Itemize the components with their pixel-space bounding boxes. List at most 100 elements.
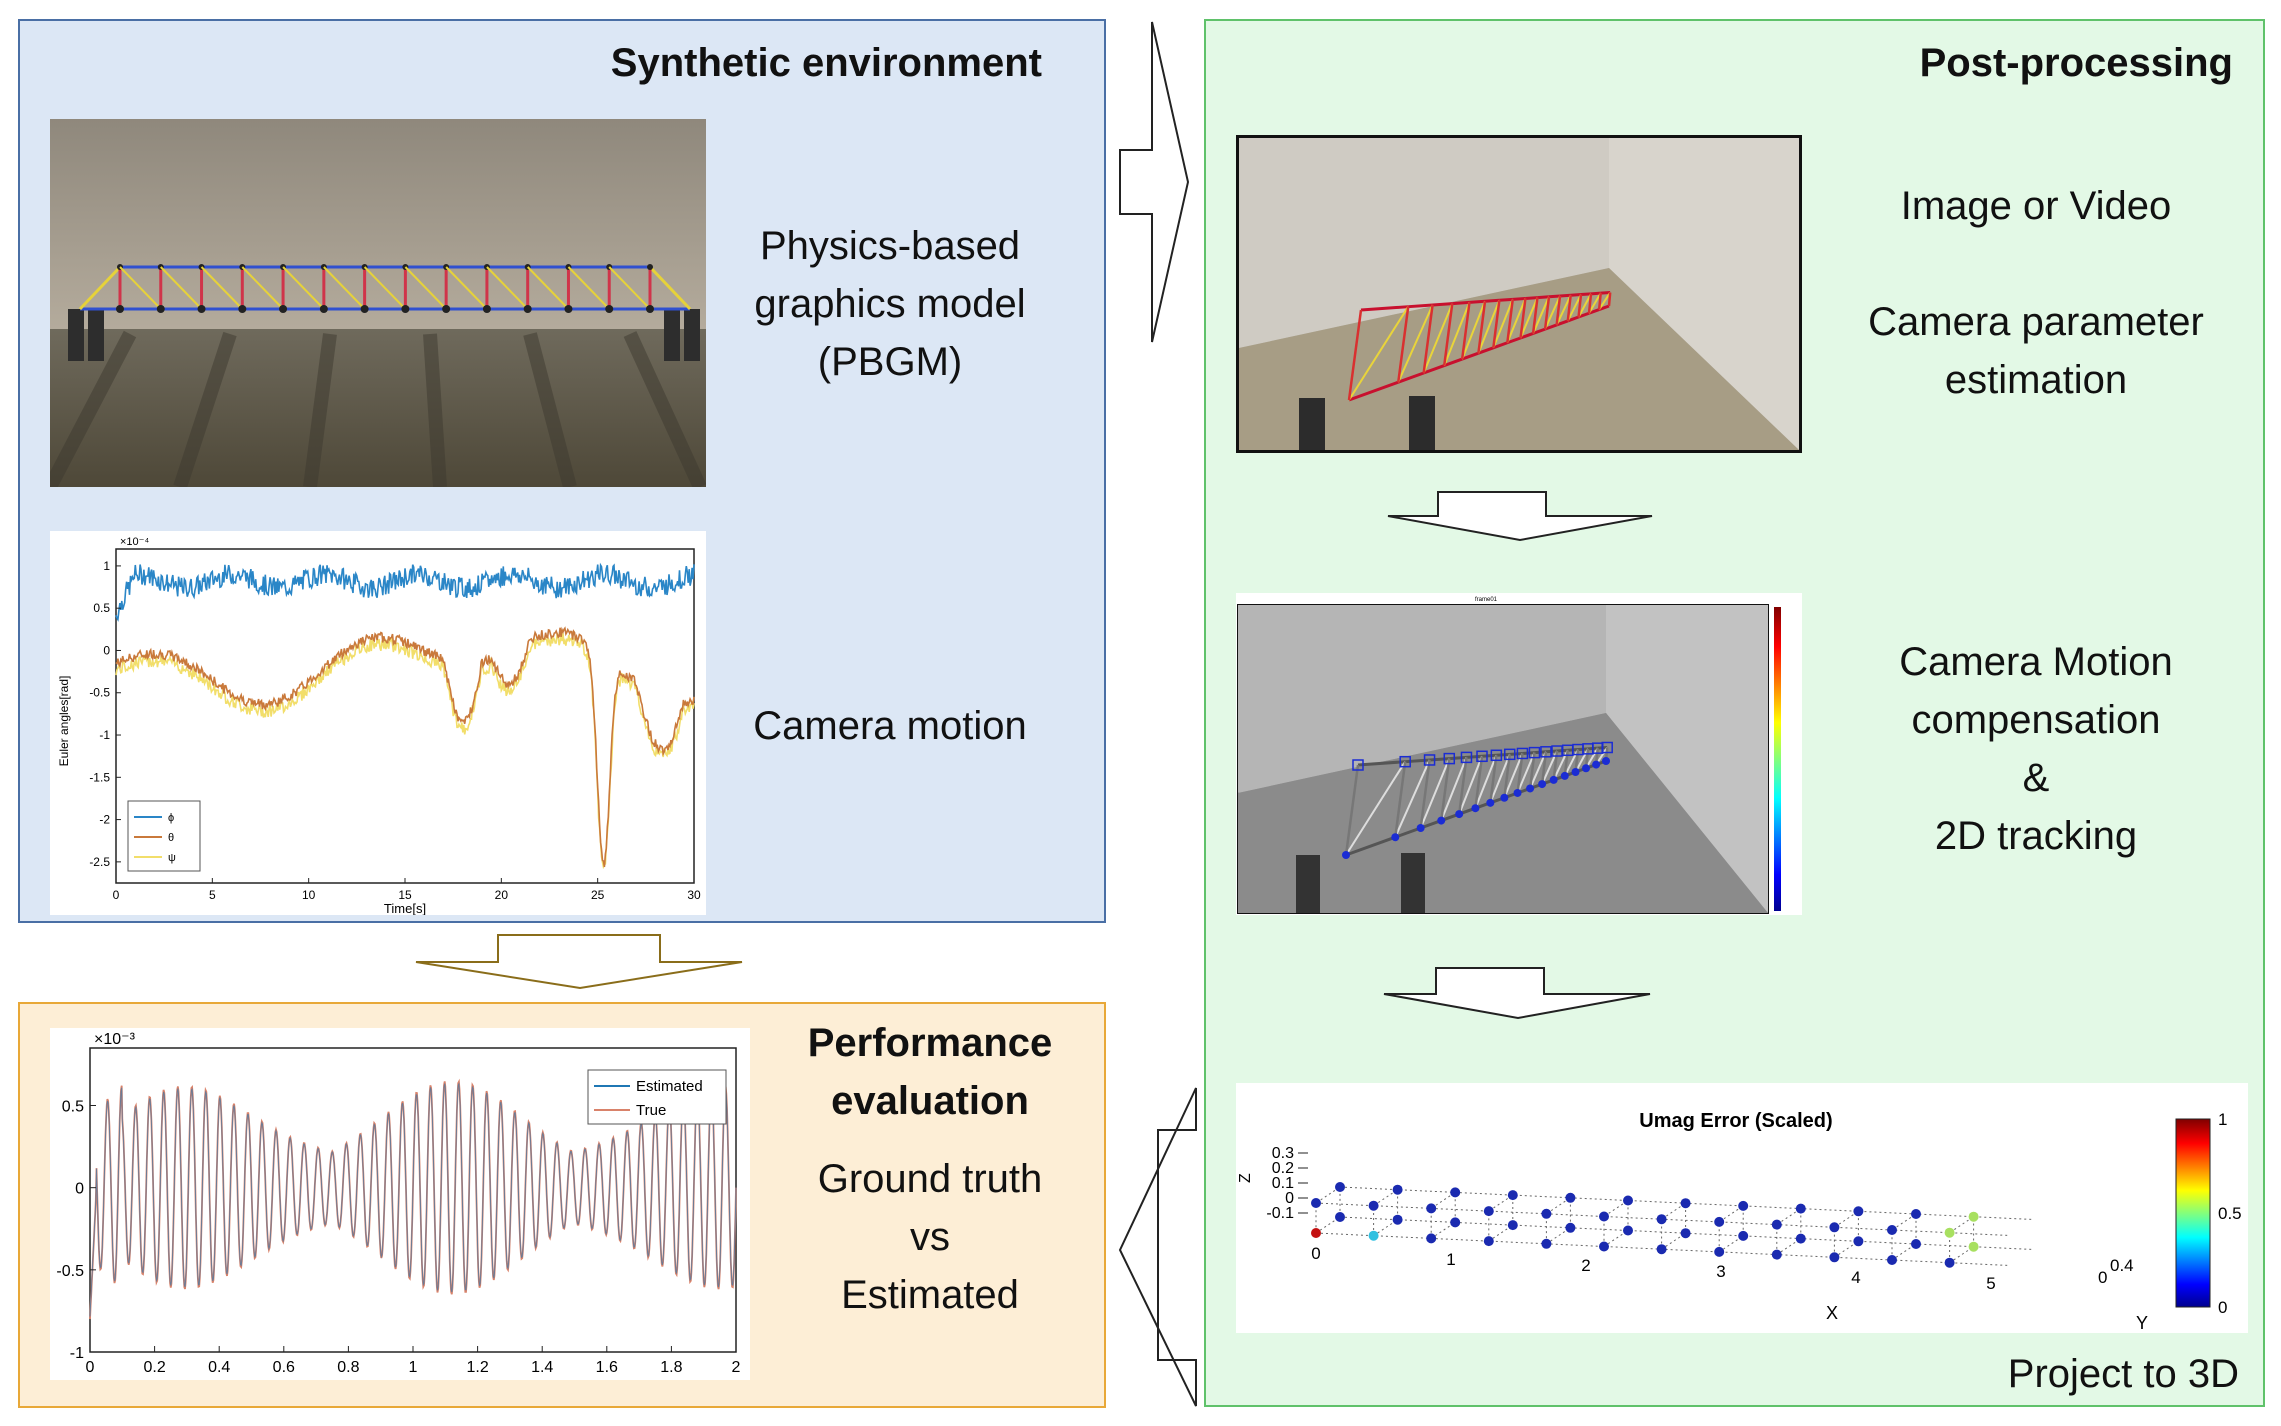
error-point xyxy=(1738,1200,1749,1211)
step2-line2: compensation xyxy=(1911,698,2161,742)
camera-motion-xtick: 30 xyxy=(687,888,701,902)
tracking-frame-title: frame01 xyxy=(1475,597,1498,603)
umag-colorbar xyxy=(2175,1118,2211,1308)
err-xtick: 5 xyxy=(1986,1274,1995,1293)
err-ytick: 0.4 xyxy=(2110,1256,2134,1275)
error-point xyxy=(1656,1244,1667,1255)
error-point xyxy=(1771,1249,1782,1260)
synthetic-environment-panel: Synthetic environment xyxy=(18,19,1106,923)
pbgm-label-line2: graphics model xyxy=(754,282,1026,326)
arrow-right-icon xyxy=(1119,21,1190,343)
camera-motion-xtick: 20 xyxy=(495,888,509,902)
arrow-down-icon-2 xyxy=(1383,967,1651,1020)
performance-xtick: 1.8 xyxy=(660,1359,682,1376)
performance-ytick: -0.5 xyxy=(56,1263,84,1280)
camera-motion-ytick: -2 xyxy=(99,813,110,827)
error-point xyxy=(1392,1184,1403,1195)
pbgm-label-line3: (PBGM) xyxy=(817,340,963,384)
ground-truth-line2: vs xyxy=(910,1215,950,1259)
error-point xyxy=(1795,1233,1806,1244)
error-point xyxy=(1680,1228,1691,1239)
camera-motion-exponent: ×10⁻⁴ xyxy=(120,536,149,548)
error-point xyxy=(1483,1206,1494,1217)
performance-title-line1: Performance xyxy=(807,1021,1053,1065)
error-point xyxy=(1656,1214,1667,1225)
error-point xyxy=(1368,1200,1379,1211)
step-motion-compensation: Camera Motion compensation & 2D tracking xyxy=(1826,633,2246,865)
error-point xyxy=(1771,1219,1782,1230)
err-xtick: 1 xyxy=(1446,1250,1455,1269)
camera-motion-ytick: -1.5 xyxy=(89,770,110,784)
performance-xtick: 0.2 xyxy=(143,1359,165,1376)
performance-ytick: 0 xyxy=(75,1181,84,1198)
legend-theta: θ xyxy=(168,832,174,844)
camera-motion-xtick: 25 xyxy=(591,888,605,902)
step1-line2: Camera parameter xyxy=(1868,300,2204,344)
performance-evaluation-panel: Performance evaluation Ground truth vs E… xyxy=(18,1002,1106,1408)
err-xlabel: X xyxy=(1826,1303,1838,1323)
error-point xyxy=(1853,1236,1864,1247)
camera-motion-ytick: -0.5 xyxy=(89,686,110,700)
legend-psi: ψ xyxy=(168,852,176,864)
error-point xyxy=(1795,1203,1806,1214)
error-point xyxy=(1599,1241,1609,1252)
post-processing-panel: Post-processing Image or Video Camera pa… xyxy=(1204,19,2265,1407)
step2-line3: & xyxy=(2022,756,2050,800)
error-point xyxy=(1714,1246,1725,1257)
post-processing-title: Post-processing xyxy=(1919,41,2233,85)
error-point xyxy=(1368,1230,1379,1241)
tracking-colorbar xyxy=(1774,607,1781,911)
error-point xyxy=(1311,1198,1321,1208)
performance-xtick: 0.8 xyxy=(337,1359,359,1376)
err-xtick: 4 xyxy=(1851,1268,1860,1287)
legend-estimated: Estimated xyxy=(636,1078,703,1095)
performance-xtick: 0 xyxy=(86,1359,95,1376)
err-ytick: 0 xyxy=(2098,1268,2107,1287)
error-point xyxy=(1680,1198,1691,1209)
error-point xyxy=(1887,1255,1897,1265)
arrow-down-icon xyxy=(415,934,743,990)
input-video-frame xyxy=(1236,135,1802,453)
camera-motion-xlabel: Time[s] xyxy=(384,901,426,915)
ground-truth-label: Ground truth vs Estimated xyxy=(760,1150,1100,1324)
arrow-left-icon xyxy=(1118,1087,1197,1407)
error-point xyxy=(1311,1228,1321,1238)
colorbar-tick-05: 0.5 xyxy=(2218,1204,2242,1223)
error-point xyxy=(1507,1190,1518,1201)
error-point xyxy=(1335,1212,1345,1222)
err-ztick: 0.1 xyxy=(1272,1175,1294,1192)
error-point xyxy=(1426,1233,1437,1244)
arrow-down-icon-1 xyxy=(1387,491,1653,542)
error-point xyxy=(1450,1217,1461,1228)
error-point xyxy=(1738,1230,1749,1241)
error-point xyxy=(1968,1241,1979,1252)
tracking-frame: frame01 xyxy=(1236,593,1802,915)
camera-motion-ylabel: Euler angles[rad] xyxy=(57,676,71,767)
synthetic-environment-title: Synthetic environment xyxy=(610,41,1042,85)
camera-motion-ytick: -2.5 xyxy=(89,855,110,869)
performance-exponent: ×10⁻³ xyxy=(94,1031,136,1048)
error-point xyxy=(1541,1238,1552,1249)
performance-xtick: 1.6 xyxy=(596,1359,618,1376)
error-point xyxy=(1968,1211,1979,1222)
error-point xyxy=(1623,1195,1633,1206)
pbgm-render-image xyxy=(43,119,707,491)
step-camera-estimation: Image or Video Camera parameter estimati… xyxy=(1826,177,2246,409)
step1-line1: Image or Video xyxy=(1900,184,2172,228)
err-ylabel: Y xyxy=(2136,1313,2148,1333)
performance-xtick: 1 xyxy=(409,1359,418,1376)
error-point xyxy=(1829,1222,1840,1233)
err-ztick: 0.2 xyxy=(1272,1160,1294,1177)
error-point xyxy=(1944,1227,1955,1238)
legend-phi: ϕ xyxy=(168,812,174,824)
camera-motion-ytick: -1 xyxy=(99,728,110,742)
step2-line4: 2D tracking xyxy=(1934,814,2138,858)
error-point xyxy=(1599,1211,1609,1222)
err-ztick: 0 xyxy=(1285,1190,1294,1207)
step-project-3d: Project to 3D xyxy=(2007,1352,2239,1396)
step2-line1: Camera Motion xyxy=(1899,640,2173,684)
err-xtick: 2 xyxy=(1581,1256,1590,1275)
